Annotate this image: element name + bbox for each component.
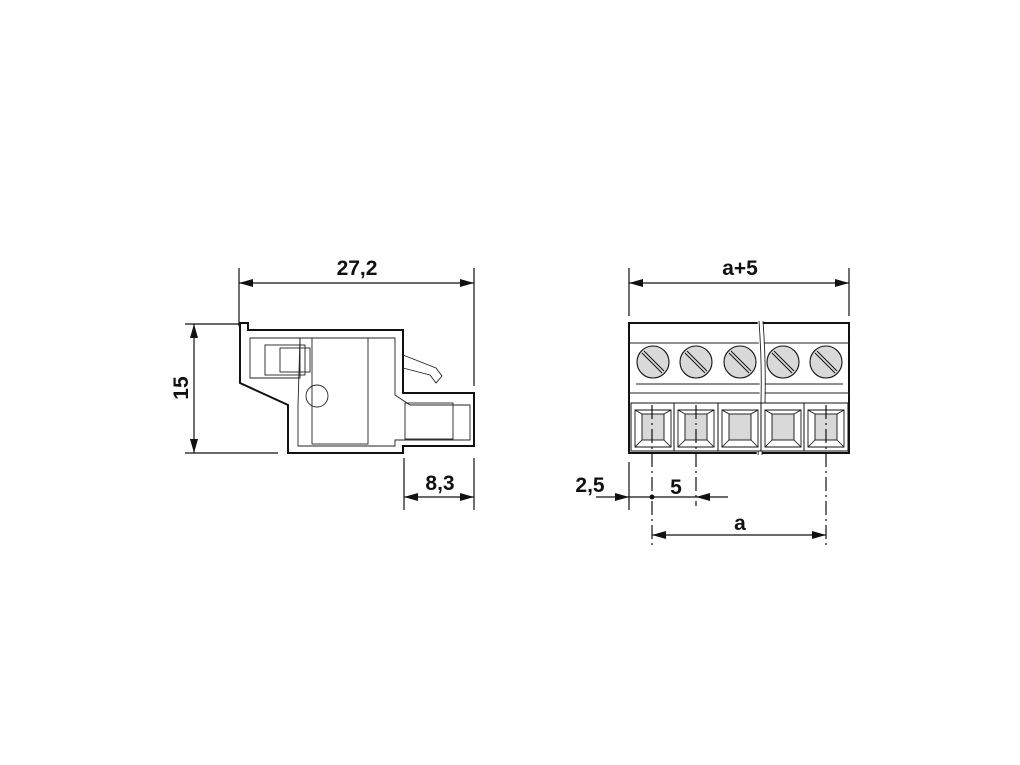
dimension-pin-offset: 8,3	[403, 458, 475, 510]
screws	[636, 345, 843, 379]
dim-label-overall-width: a+5	[722, 257, 758, 280]
wire-entry	[630, 402, 676, 452]
dim-label-pitch: 5	[670, 476, 682, 499]
latch	[402, 354, 443, 384]
screw-icon	[636, 345, 670, 379]
dimension-overall-width: a+5	[628, 257, 850, 316]
contact-block	[311, 337, 369, 445]
wire-entry	[717, 402, 763, 452]
wire-entry	[803, 402, 849, 452]
screw-section	[305, 384, 329, 408]
dim-label-span: a	[734, 512, 746, 535]
contact-socket	[404, 402, 454, 440]
dim-label-overall-length: 27,2	[337, 257, 378, 280]
front-view-body	[628, 319, 850, 457]
dimension-overall-length: 27,2	[238, 257, 475, 386]
dim-label-edge-offset: 2,5	[575, 474, 605, 497]
screw-icon	[766, 345, 800, 379]
side-view-body	[239, 322, 475, 454]
screw-icon	[723, 345, 757, 379]
wire-entries	[630, 402, 849, 452]
screw-icon	[679, 345, 713, 379]
dim-label-height: 15	[170, 376, 193, 400]
dim-label-pin-offset: 8,3	[425, 472, 454, 495]
dimension-pitch: 2,5 5	[575, 405, 827, 548]
front-view: a+5 2,5 5 a	[575, 257, 850, 548]
dimension-span: a	[652, 512, 826, 539]
side-view: 27,2 15 8,3	[170, 257, 475, 510]
screw-icon	[809, 345, 843, 379]
wire-entry	[760, 402, 806, 452]
dimension-height: 15	[170, 323, 278, 454]
